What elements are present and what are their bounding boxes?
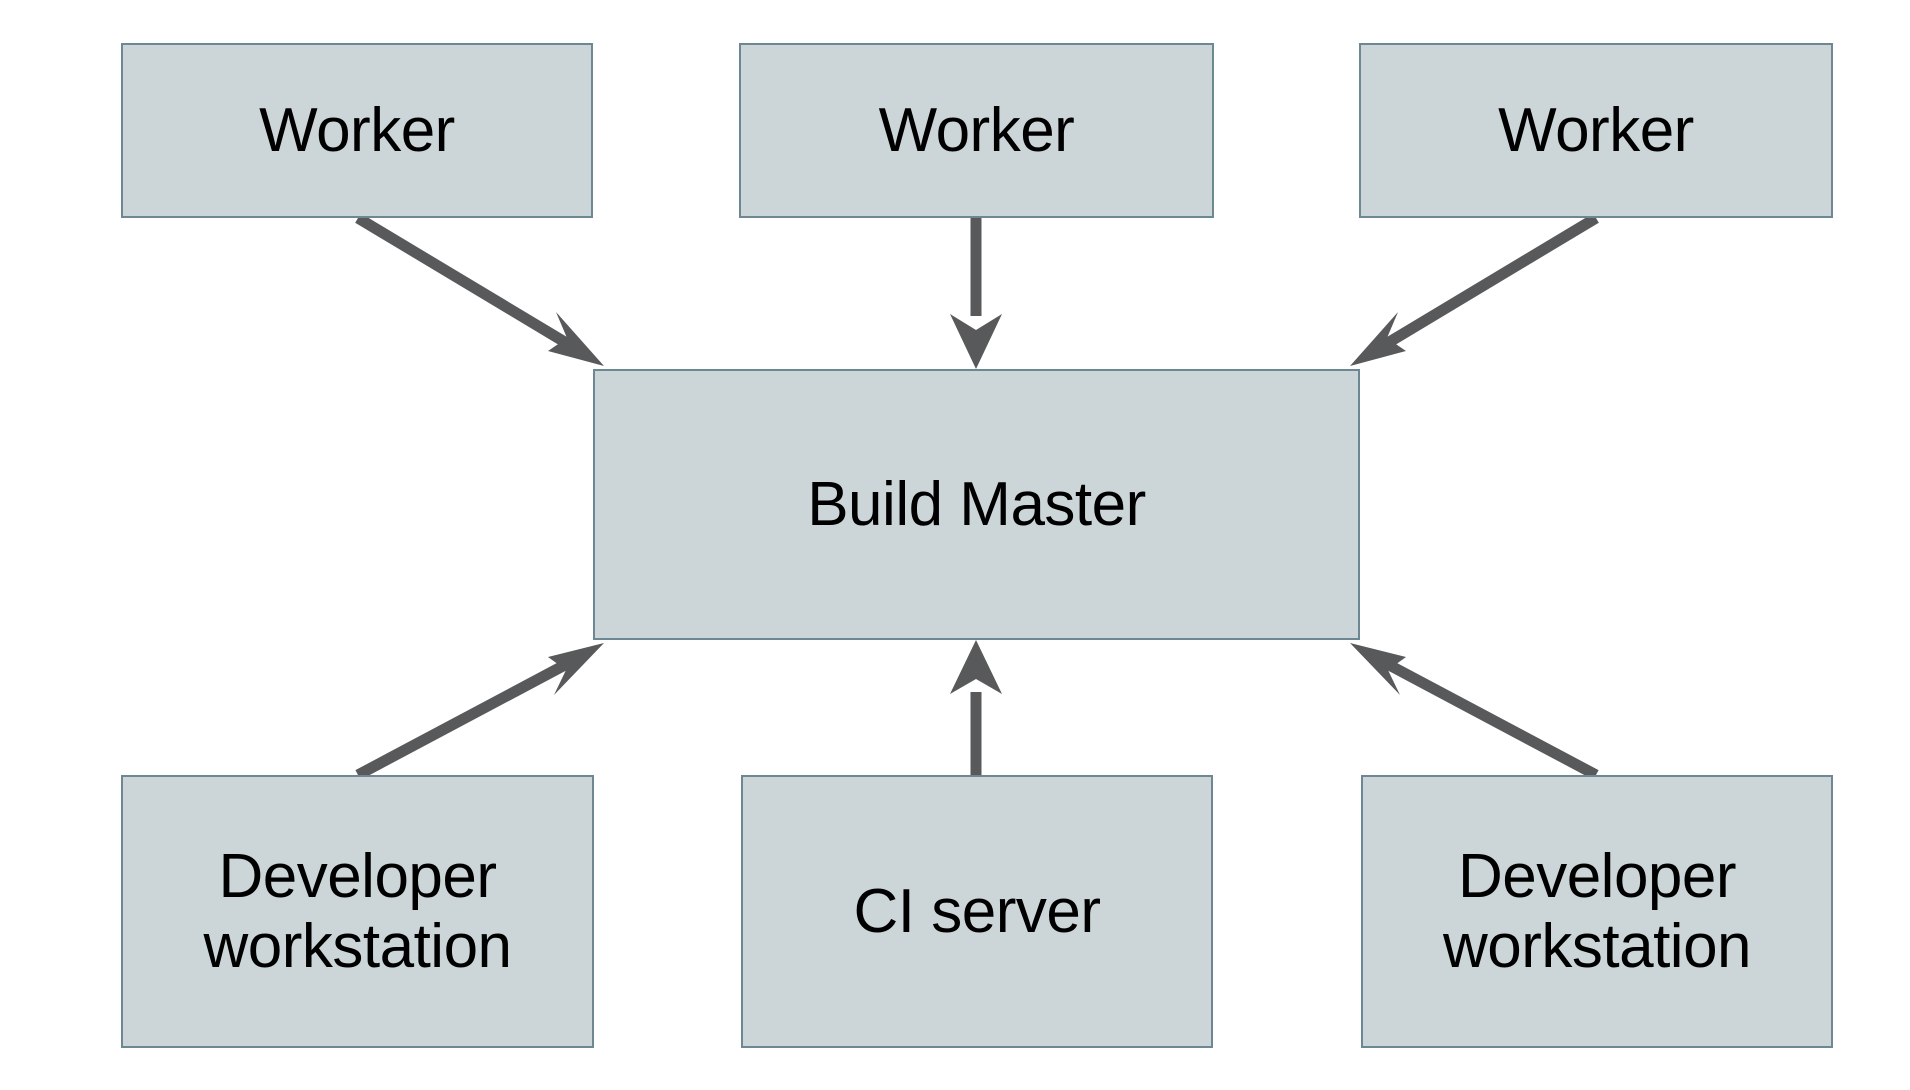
node-build-master[interactable]: Build Master bbox=[593, 369, 1360, 640]
node-ci-server[interactable]: CI server bbox=[741, 775, 1213, 1048]
node-ci-server-label: CI server bbox=[853, 876, 1101, 946]
node-worker-1-label: Worker bbox=[259, 95, 455, 165]
node-developer-workstation-left[interactable]: Developer workstation bbox=[121, 775, 594, 1048]
node-developer-workstation-right-label: Developer workstation bbox=[1442, 842, 1752, 981]
edge-worker2-to-master bbox=[950, 218, 1002, 369]
edge-worker3-to-master bbox=[1350, 213, 1599, 366]
node-worker-2[interactable]: Worker bbox=[739, 43, 1214, 218]
edge-devright-to-master bbox=[1350, 643, 1599, 780]
edge-devleft-to-master bbox=[355, 643, 604, 780]
node-worker-2-label: Worker bbox=[878, 95, 1075, 165]
edge-worker1-to-master bbox=[355, 213, 604, 366]
node-developer-workstation-right[interactable]: Developer workstation bbox=[1361, 775, 1833, 1048]
edge-ci-to-master bbox=[950, 640, 1002, 775]
node-worker-3[interactable]: Worker bbox=[1359, 43, 1833, 218]
node-developer-workstation-left-label: Developer workstation bbox=[203, 842, 512, 981]
node-worker-1[interactable]: Worker bbox=[121, 43, 593, 218]
node-worker-3-label: Worker bbox=[1498, 95, 1694, 165]
node-build-master-label: Build Master bbox=[807, 469, 1146, 539]
